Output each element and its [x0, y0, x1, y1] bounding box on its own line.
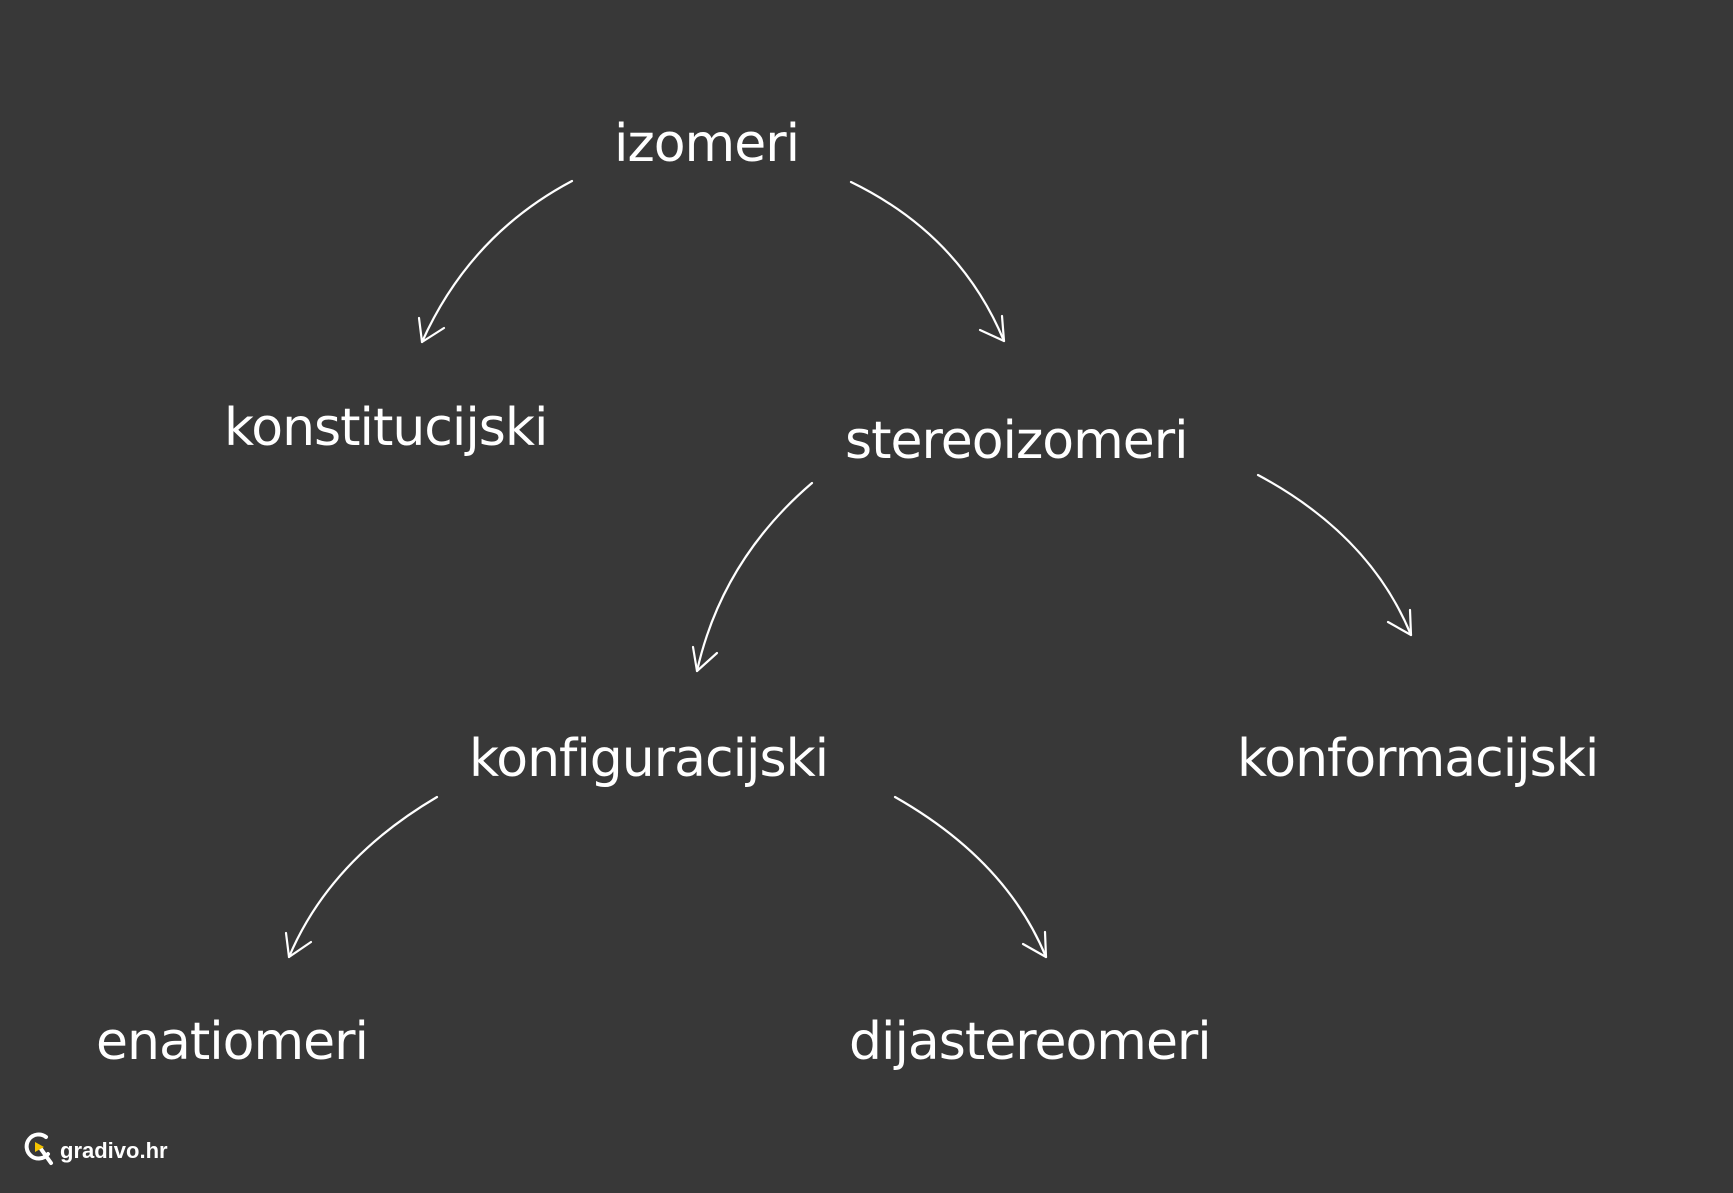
node-izomeri: izomeri	[614, 114, 800, 174]
node-stereoizomeri: stereoizomeri	[845, 411, 1189, 471]
arrow-konfiguracijski-enatiomeri	[284, 795, 439, 959]
arrow-izomeri-stereoizomeri	[849, 180, 1006, 343]
node-dijastereomeri: dijastereomeri	[849, 1012, 1212, 1072]
arrow-stereoizomeri-konformacijski	[1256, 473, 1413, 637]
node-enatiomeri: enatiomeri	[96, 1012, 369, 1072]
brand-name: gradivo.hr	[60, 1137, 168, 1163]
gradivo-logo-icon	[24, 1130, 54, 1171]
arrow-konfiguracijski-dijastereomeri	[893, 795, 1048, 959]
node-konfiguracijski: konfiguracijski	[469, 729, 829, 789]
arrow-stereoizomeri-konfiguracijski	[691, 481, 814, 673]
node-konformacijski: konformacijski	[1237, 729, 1599, 789]
brand-logo: gradivo.hr	[24, 1130, 168, 1171]
node-konstitucijski: konstitucijski	[224, 398, 548, 458]
arrow-izomeri-konstitucijski	[417, 179, 574, 344]
